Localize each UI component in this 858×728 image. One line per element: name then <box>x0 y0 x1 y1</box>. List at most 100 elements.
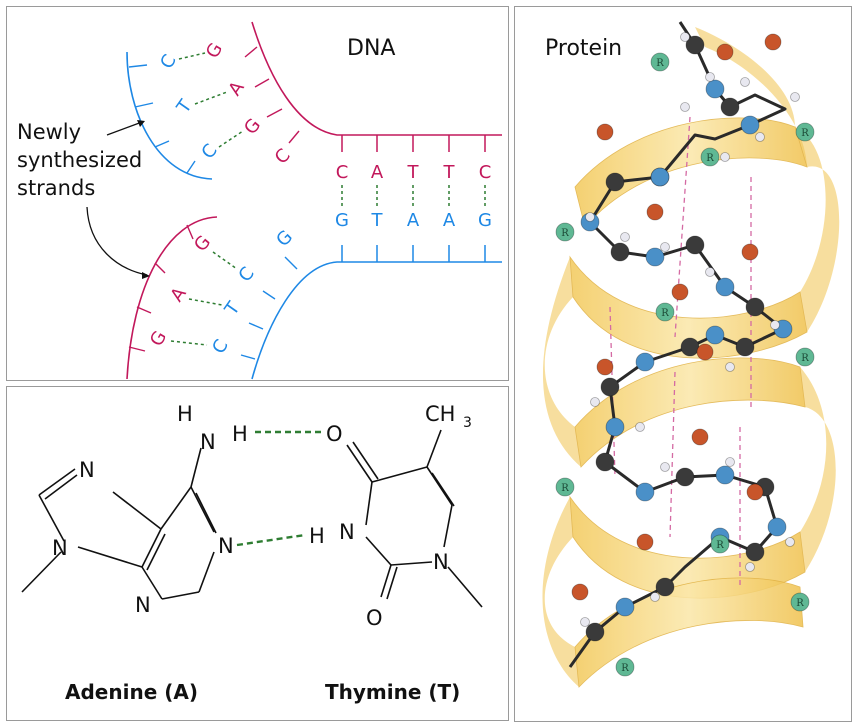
oxygen-atom <box>691 428 709 446</box>
r-group-atom <box>790 592 810 612</box>
carbon-atom <box>745 297 765 317</box>
adenine-n7: N <box>79 458 95 482</box>
paired-base-top: T <box>443 162 456 183</box>
lower-template-tick <box>128 346 146 352</box>
upper-template-tick <box>266 108 283 118</box>
hydrogen-atom <box>660 462 670 472</box>
paired-base-top: T <box>407 162 420 183</box>
paired-base-bottom: A <box>443 210 456 231</box>
hydrogen-atom <box>620 232 630 242</box>
upper-new-tick <box>154 140 170 148</box>
carbon-atom <box>675 467 695 487</box>
adenine-h-top: H <box>177 402 193 426</box>
nitrogen-atom <box>605 417 625 437</box>
upper-new-strand <box>126 51 213 180</box>
ribbon-back <box>695 27 807 167</box>
dna-title: DNA <box>347 36 395 61</box>
helix-hbond <box>674 116 691 338</box>
r-group-label: R <box>621 663 629 674</box>
nitrogen-atom <box>715 465 735 485</box>
carbon-atom <box>685 235 705 255</box>
arrow-upper <box>106 121 143 136</box>
oxygen-atom <box>696 343 714 361</box>
oxygen-atom <box>746 483 764 501</box>
oxygen-atom <box>646 203 664 221</box>
thymine-label: Thymine (T) <box>325 680 460 704</box>
r-group-atom <box>710 534 730 554</box>
oxygen-atom <box>596 123 614 141</box>
nitrogen-atom <box>645 247 665 267</box>
nitrogen-atom <box>650 167 670 187</box>
carbon-atom <box>600 377 620 397</box>
lower-fork-new-base: C <box>235 263 259 286</box>
lower-template-tick <box>154 262 166 274</box>
upper-fork-template-base: A <box>224 77 249 100</box>
upper-template-tick <box>244 46 258 58</box>
lower-new-tick <box>284 256 298 270</box>
r-group-label: R <box>801 353 809 364</box>
r-group-atom <box>555 477 575 497</box>
upper-fork-new-base: C <box>156 51 180 72</box>
hbond-bottom <box>236 533 306 547</box>
arrow-upper-head <box>137 120 145 127</box>
hydrogen-atom <box>755 132 765 142</box>
hydrogen-atom <box>725 457 735 467</box>
base-pair-panel: H N H N N N N CH 3 O H N N O Adenine (A)… <box>6 386 509 721</box>
hydrogen-atom <box>745 562 755 572</box>
carbon-atom <box>735 337 755 357</box>
paired-base-top: A <box>371 162 384 183</box>
r-group-atom <box>795 122 815 142</box>
adenine-n1: N <box>218 534 234 558</box>
nitrogen-atom <box>740 115 760 135</box>
fork-pair-bond <box>212 251 238 270</box>
hydrogen-atom <box>585 212 595 222</box>
fork-pair-bond <box>178 52 206 60</box>
fork-pair-bond <box>218 130 244 148</box>
fork-pair-bond <box>170 340 208 346</box>
oxygen-atom <box>764 33 782 51</box>
lower-fork-template-base: G <box>146 327 171 350</box>
annotation-line-2: synthesized <box>17 148 142 172</box>
hydrogen-atom <box>740 77 750 87</box>
thymine-ch: CH <box>425 402 455 426</box>
r-group-atom <box>615 657 635 677</box>
lower-new-tick <box>240 354 256 360</box>
r-group-label: R <box>661 308 669 319</box>
thymine-n3: N <box>339 520 355 544</box>
hydrogen-atom <box>725 362 735 372</box>
hydrogen-atom <box>580 617 590 627</box>
adenine-bonds <box>21 447 217 600</box>
upper-fork-new-base: C <box>198 140 222 163</box>
r-group-label: R <box>796 598 804 609</box>
thymine-n1: N <box>433 550 449 574</box>
lower-fork-new-base: C <box>208 336 232 357</box>
upper-new-tick <box>128 64 148 68</box>
upper-fork-template-base: C <box>271 145 295 169</box>
paired-base-bottom: G <box>335 210 349 231</box>
arrow-lower-head <box>142 272 150 279</box>
lower-fork-new-base: G <box>272 226 297 251</box>
thymine-o2: O <box>366 606 383 630</box>
lower-fork-template-base: G <box>190 232 215 256</box>
ribbon-band <box>574 117 808 228</box>
hydrogen-atom <box>660 242 670 252</box>
carbon-atom <box>610 242 630 262</box>
oxygen-atom <box>671 283 689 301</box>
hydrogen-atom <box>650 592 660 602</box>
ribbon-band <box>569 255 808 359</box>
nitrogen-atom <box>705 325 725 345</box>
r-group-label: R <box>801 128 809 139</box>
fork-pair-bond <box>194 91 228 105</box>
upper-fork-template-base: G <box>202 39 227 62</box>
carbon-atom <box>680 337 700 357</box>
ribbon-back <box>542 257 581 467</box>
upper-new-tick <box>134 102 154 108</box>
hydrogen-atom <box>705 72 715 82</box>
carbon-atom <box>585 622 605 642</box>
carbon-atom <box>685 35 705 55</box>
hydrogen-atom <box>785 537 795 547</box>
